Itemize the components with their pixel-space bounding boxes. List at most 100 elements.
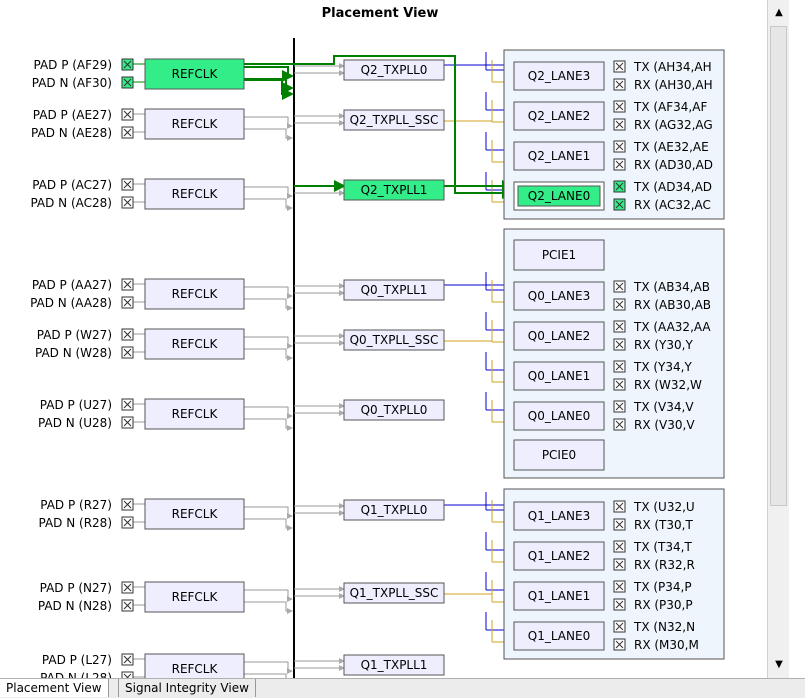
- rx-checkbox[interactable]: [613, 78, 626, 91]
- tx-checkbox[interactable]: [613, 320, 626, 333]
- lane-block[interactable]: [513, 621, 605, 651]
- tx-checkbox[interactable]: [613, 500, 626, 513]
- lane-block[interactable]: [513, 501, 605, 531]
- pad-p-checkbox-mark: [123, 500, 132, 509]
- pll-block[interactable]: [343, 109, 445, 131]
- pad-p-checkbox[interactable]: [121, 58, 134, 71]
- vertical-scrollbar[interactable]: ▲ ▼: [767, 0, 790, 678]
- rx-checkbox[interactable]: [613, 558, 626, 571]
- pad-n-checkbox[interactable]: [121, 76, 134, 89]
- refclk-block[interactable]: [144, 398, 245, 430]
- pll-block[interactable]: [343, 329, 445, 351]
- pad-p-checkbox[interactable]: [121, 278, 134, 291]
- lane-block[interactable]: [513, 541, 605, 571]
- rx-checkbox[interactable]: [613, 638, 626, 651]
- refclk-out-wire: [244, 673, 287, 678]
- pcie-block[interactable]: [513, 439, 605, 471]
- rx-pin-label: RX (T30,T: [634, 518, 693, 532]
- pad-p-checkbox-mark: [123, 330, 132, 339]
- refclk-block[interactable]: [144, 178, 245, 210]
- pad-p-checkbox[interactable]: [121, 108, 134, 121]
- rx-checkbox[interactable]: [613, 198, 626, 211]
- pll-block[interactable]: [343, 179, 445, 201]
- pad-n-checkbox[interactable]: [121, 346, 134, 359]
- refclk-block[interactable]: [144, 278, 245, 310]
- lane-block[interactable]: [513, 141, 605, 171]
- tx-checkbox[interactable]: [613, 60, 626, 73]
- lane-block[interactable]: [513, 281, 605, 311]
- tx-checkbox[interactable]: [613, 360, 626, 373]
- refclk-block[interactable]: [144, 653, 245, 678]
- tx-checkbox[interactable]: [613, 100, 626, 113]
- pad-p-checkbox[interactable]: [121, 653, 134, 666]
- pad-n-checkbox[interactable]: [121, 126, 134, 139]
- refclk-block[interactable]: [144, 498, 245, 530]
- tx-checkbox[interactable]: [613, 280, 626, 293]
- tx-checkbox[interactable]: [613, 540, 626, 553]
- scroll-down-arrow[interactable]: ▼: [775, 659, 783, 670]
- refclk-block-label: REFCLK: [172, 507, 219, 521]
- tab-signal-integrity-view[interactable]: Signal Integrity View: [118, 679, 256, 697]
- lane-block[interactable]: [513, 361, 605, 391]
- tx-pin-label: TX (AD34,AD: [633, 180, 712, 194]
- tx-checkbox[interactable]: [613, 400, 626, 413]
- pad-p-checkbox[interactable]: [121, 328, 134, 341]
- refclk-out-wire: [244, 518, 293, 531]
- lane-block[interactable]: [513, 101, 605, 131]
- tx-checkbox[interactable]: [613, 140, 626, 153]
- lane-block[interactable]: [513, 61, 605, 91]
- pad-p-checkbox[interactable]: [121, 581, 134, 594]
- rx-checkbox[interactable]: [613, 298, 626, 311]
- pad-n-checkbox[interactable]: [121, 416, 134, 429]
- pad-n-label: PAD N (AE28): [31, 126, 112, 140]
- lane-block[interactable]: [513, 321, 605, 351]
- tab-placement-view[interactable]: Placement View: [0, 679, 109, 697]
- lane-label: Q2_LANE0: [528, 189, 590, 203]
- pad-n-checkbox[interactable]: [121, 196, 134, 209]
- refclk-block[interactable]: [144, 58, 245, 90]
- tx-checkbox[interactable]: [613, 580, 626, 593]
- pll-block[interactable]: [343, 399, 445, 421]
- tx-checkbox-mark: [615, 322, 624, 331]
- rx-checkbox[interactable]: [613, 118, 626, 131]
- rx-checkbox[interactable]: [613, 598, 626, 611]
- pad-n-checkbox[interactable]: [121, 296, 134, 309]
- rx-checkbox-mark: [615, 420, 624, 429]
- pad-n-checkbox[interactable]: [121, 516, 134, 529]
- pad-p-checkbox[interactable]: [121, 498, 134, 511]
- tx-checkbox[interactable]: [613, 620, 626, 633]
- pll-block[interactable]: [343, 654, 445, 676]
- lane-block-label: Q0_LANE0: [528, 409, 590, 423]
- scroll-thumb[interactable]: [770, 26, 787, 506]
- pad-p-checkbox[interactable]: [121, 178, 134, 191]
- rx-checkbox[interactable]: [613, 418, 626, 431]
- pad-n-checkbox-box[interactable]: [121, 671, 134, 678]
- pll-block[interactable]: [343, 279, 445, 301]
- pcie-block[interactable]: [513, 239, 605, 271]
- pad-p-checkbox[interactable]: [121, 398, 134, 411]
- lane-block[interactable]: [517, 185, 601, 207]
- rx-checkbox[interactable]: [613, 378, 626, 391]
- scroll-up-arrow[interactable]: ▲: [775, 7, 783, 18]
- lane-block[interactable]: [513, 581, 605, 611]
- lane-block-label: Q2_LANE1: [528, 149, 590, 163]
- pad-n-checkbox[interactable]: [121, 671, 134, 678]
- pll-block-label: Q1_TXPLL_SSC: [350, 586, 439, 600]
- refclk-block[interactable]: [144, 581, 245, 613]
- pad-n-checkbox-mark: [123, 198, 132, 207]
- lane-block-label: Q1_LANE0: [528, 629, 590, 643]
- lane-block[interactable]: [513, 401, 605, 431]
- pll-block[interactable]: [343, 582, 445, 604]
- rx-checkbox-mark: [615, 520, 624, 529]
- refclk-block[interactable]: [144, 328, 245, 360]
- pll-block[interactable]: [343, 59, 445, 81]
- tx-checkbox[interactable]: [613, 180, 626, 193]
- rx-checkbox[interactable]: [613, 518, 626, 531]
- refclk-block[interactable]: [144, 108, 245, 140]
- pll-block[interactable]: [343, 499, 445, 521]
- rx-checkbox[interactable]: [613, 158, 626, 171]
- pad-n-checkbox-mark: [123, 128, 132, 137]
- rx-checkbox[interactable]: [613, 338, 626, 351]
- pad-n-checkbox[interactable]: [121, 599, 134, 612]
